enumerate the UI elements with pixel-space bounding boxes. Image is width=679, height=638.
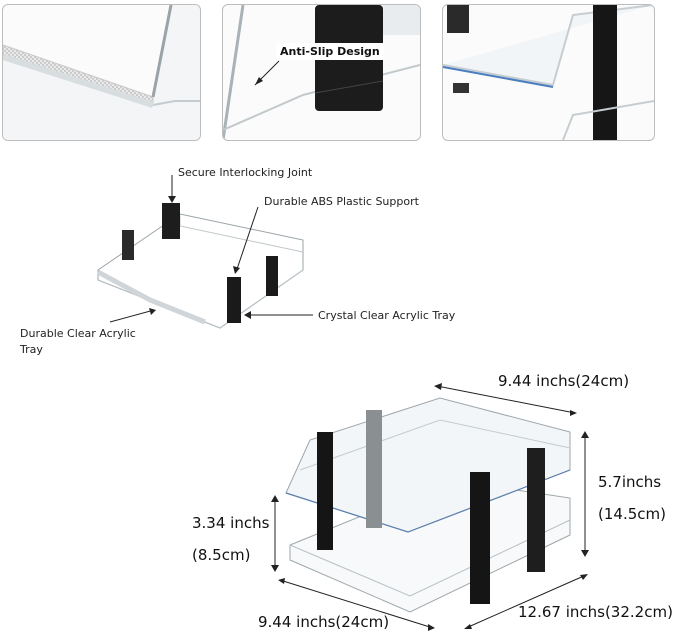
dimension-right-height-cm: (14.5cm) (598, 505, 666, 523)
dimension-bottom-depth: 12.67 inchs(32.2cm) (518, 603, 673, 621)
right-support (266, 256, 278, 296)
label-crystal-tray: Crystal Clear Acrylic Tray (318, 309, 456, 322)
front-support (227, 277, 241, 323)
mesh-edge-illustration (3, 5, 200, 140)
detail-panel-mesh-edge (2, 4, 201, 141)
interlocking-joint (162, 203, 180, 239)
label-abs-support: Durable ABS Plastic Support (264, 195, 419, 208)
rear-left-support (122, 230, 134, 260)
pillar-left-front (317, 432, 333, 550)
label-clear-tray-line1: Durable Clear Acrylic (20, 327, 136, 340)
stacked-trays-illustration (443, 5, 654, 140)
dimension-top-width: 9.44 inchs(24cm) (498, 372, 630, 390)
detail-panel-stacked-trays (442, 4, 655, 141)
dimension-left-height-in: 3.34 inchs (192, 514, 270, 532)
dimension-bottom-width: 9.44 inchs(24cm) (258, 613, 390, 631)
label-clear-tray-line2: Tray (20, 343, 43, 356)
label-interlocking-joint: Secure Interlocking Joint (178, 166, 313, 179)
anti-slip-badge: Anti-Slip Design (276, 43, 384, 60)
support-pillar (593, 5, 617, 140)
dimension-left-height-cm: (8.5cm) (192, 546, 251, 564)
detail-panel-anti-slip: Anti-Slip Design (222, 4, 421, 141)
dimension-right-height-in: 5.7inchs (598, 473, 662, 491)
pillar-right-front (470, 472, 490, 604)
pillar-right-rear (527, 448, 545, 572)
pillar-left-rear (366, 410, 382, 528)
